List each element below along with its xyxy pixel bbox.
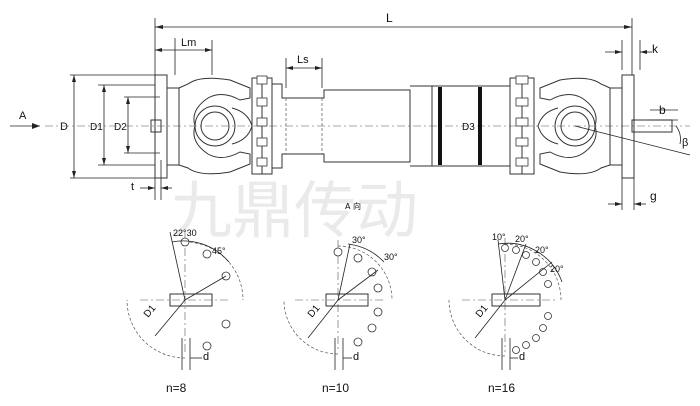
length-dimension: L <box>154 11 633 75</box>
tube <box>410 85 433 167</box>
n8-angle-1: 22°30 <box>173 228 197 238</box>
keyway-depth-label: g <box>650 189 657 203</box>
n16-angle-1: 10° <box>492 232 506 242</box>
n8-hole-label: d <box>203 351 209 363</box>
keyway-label: b <box>659 103 666 117</box>
spigot-label: D2 <box>114 122 127 133</box>
spline-housing <box>271 83 411 169</box>
n10-circle-label: D1 <box>306 303 323 320</box>
flange-length-label: Lm <box>181 37 196 49</box>
left-bolts <box>256 75 268 167</box>
flange-thickness-label: k <box>652 42 659 56</box>
view-label: A 向 <box>345 201 361 211</box>
direction-arrow: A <box>10 110 40 129</box>
main-view: L Lm Ls k <box>10 11 691 211</box>
n16-circle-label: D1 <box>474 303 491 320</box>
n16-hole-label: d <box>519 351 525 363</box>
bolt-pattern-n10: 30° 30° D1 d n=10 <box>283 235 398 395</box>
bolt-circle-label: D1 <box>90 122 103 133</box>
balance-ring-2 <box>478 87 482 165</box>
n16-angle-3: 20° <box>535 245 549 255</box>
keyway-depth-dimension: g <box>608 178 657 210</box>
n10-hole-label: d <box>353 351 359 363</box>
right-flange <box>609 87 623 166</box>
n10-angle-2: 30° <box>384 252 398 262</box>
keyway-dimension: b β <box>650 103 688 149</box>
stroke-label: Ls <box>297 54 309 66</box>
stroke-dimension: Ls <box>285 54 323 88</box>
n8-angle-2: 45° <box>212 246 226 256</box>
left-diameters: D D1 D2 <box>60 74 160 179</box>
n8-caption: n=8 <box>166 381 187 395</box>
length-label: L <box>386 11 393 25</box>
n16-angle-2: 20° <box>515 234 529 244</box>
flange-length-dimension: Lm <box>155 37 213 75</box>
angle-label: β <box>682 137 688 149</box>
n8-circle-label: D1 <box>142 303 159 320</box>
n10-caption: n=10 <box>322 381 349 395</box>
right-bolts <box>515 75 529 167</box>
n16-caption: n=16 <box>488 381 515 395</box>
n10-angle-1: 30° <box>352 235 366 245</box>
bolt-pattern-n16: 10° 20° 20° 20° D1 d n=16 <box>448 232 564 395</box>
spigot-depth-label: t <box>131 181 134 193</box>
direction-arrow-label: A <box>19 110 27 122</box>
n16-angle-4: 20° <box>550 264 564 274</box>
watermark: 九鼎传动 <box>170 174 418 247</box>
flange-diameter-label: D <box>60 121 68 133</box>
bolt-pattern-n8: 22°30 45° D1 d n=8 <box>126 228 244 395</box>
tube-diameter-label: D3 <box>462 122 475 133</box>
balance-ring-1 <box>438 87 442 165</box>
flange-thickness-dimension: k <box>605 40 659 70</box>
spigot-depth-dimension: t <box>131 160 172 200</box>
